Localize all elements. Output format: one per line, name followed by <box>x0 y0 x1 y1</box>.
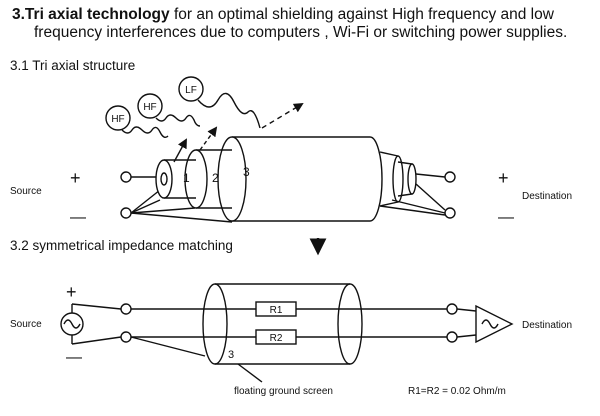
heading: 3.Tri axial technology for an optimal sh… <box>12 6 592 42</box>
hf-label-2: HF <box>143 102 156 113</box>
source-plus-1: + <box>70 168 81 188</box>
destination-label-1: Destination <box>522 191 572 202</box>
screen-caption: floating ground screen <box>234 386 333 397</box>
heading-line2: frequency interferences due to computers… <box>34 24 568 41</box>
floating-screen-right <box>337 283 363 365</box>
screen-number: 3 <box>228 349 234 361</box>
lf-bubble <box>178 76 204 102</box>
source-terminal-top <box>120 171 132 183</box>
source-label-2: Source <box>10 319 42 330</box>
r1-label: R1 <box>270 305 283 316</box>
hf-arrow-2 <box>199 126 218 151</box>
hf-wave-2 <box>155 114 201 127</box>
resistor-r2 <box>255 329 297 345</box>
triaxial-structure <box>105 76 456 256</box>
cable-outer-end <box>217 136 247 222</box>
source-terminal-bottom <box>120 207 132 219</box>
lf-arrow <box>261 102 304 129</box>
layer-1-label: 1 <box>183 171 190 185</box>
heading-bold: 3.Tri axial technology <box>12 6 170 23</box>
source-minus-1: — <box>70 209 86 226</box>
cable-layer-2 <box>184 149 208 209</box>
hf-bubble-1 <box>105 105 131 131</box>
source-label-1: Source <box>10 186 42 197</box>
destination-terminal-top-2 <box>446 303 458 315</box>
lf-wave <box>197 92 261 129</box>
source-terminal-top-2 <box>120 303 132 315</box>
destination-plus-1: + <box>498 168 509 188</box>
resistor-r1 <box>255 301 297 317</box>
destination-terminal-bottom-2 <box>446 331 458 343</box>
source-minus-2: — <box>66 349 82 366</box>
receiver-amplifier-icon <box>475 304 514 344</box>
source-plus-2: + <box>66 282 77 302</box>
hf-arrow-1 <box>173 138 187 163</box>
layer-3-label: 3 <box>243 165 250 179</box>
impedance-matching <box>60 283 514 383</box>
heading-line1-rest: for an optimal shielding against High fr… <box>169 6 554 23</box>
hf-wave-1 <box>121 126 169 139</box>
destination-terminal-top <box>444 171 456 183</box>
floating-screen-left <box>202 283 228 365</box>
layer-2-label: 2 <box>212 171 219 185</box>
cable-outer-shield <box>232 136 383 222</box>
destination-label-2: Destination <box>522 320 572 331</box>
source-terminal-bottom-2 <box>120 331 132 343</box>
destination-minus-1: — <box>498 209 514 226</box>
section1-title: 3.1 Tri axial structure <box>10 58 136 73</box>
destination-terminal-bottom <box>444 207 456 219</box>
lf-label: LF <box>185 85 197 96</box>
section2-title: 3.2 symmetrical impedance matching <box>10 238 233 253</box>
r2-label: R2 <box>270 333 283 344</box>
resistance-note: R1=R2 = 0.02 Ohm/m <box>408 386 506 397</box>
hf-bubble-2 <box>137 93 163 119</box>
hf-label-1: HF <box>111 114 124 125</box>
